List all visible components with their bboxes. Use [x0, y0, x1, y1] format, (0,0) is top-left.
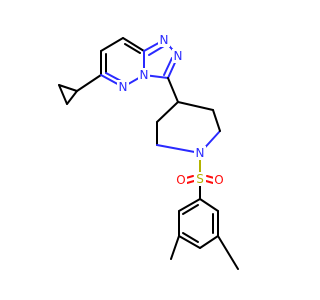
atom-symbol: O [214, 173, 223, 187]
bond-c4-c4a [122, 37, 145, 52]
bridgehead-nitrogen: N [138, 68, 150, 82]
bond-npyr-c6-double [105, 72, 122, 82]
bond-ar-c1-c2 [199, 198, 219, 212]
piperidine-nitrogen: N [194, 146, 206, 160]
bond-c5-c4 [100, 37, 124, 52]
bond-ar-c6-c1 [178, 198, 201, 212]
sulfonyl-oxygen-right: O [213, 173, 225, 187]
bond-cyclopropyl-2 [58, 84, 68, 105]
molecule-structure: N N N N N S O O [58, 33, 239, 270]
bond-cyclopropyl-1 [58, 84, 78, 92]
sulfonyl-oxygen-left: O [175, 173, 187, 187]
atom-symbol: S [196, 172, 204, 186]
bond-s-o-right [206, 175, 215, 179]
triazole-nitrogen-2: N [172, 49, 184, 63]
bond-methyl-3 [170, 235, 180, 260]
atom-symbol: N [174, 49, 183, 63]
bond-pip-c6-c5 [212, 109, 221, 132]
bond-cyclopropyl-3 [66, 90, 78, 105]
atom-symbol: O [176, 173, 185, 187]
bond-cyclopropyl-ring [76, 74, 102, 92]
bond-c3-piperidine [167, 77, 179, 103]
bond-ar-c4-c5 [178, 235, 201, 249]
atom-symbol: N [140, 68, 149, 82]
sulfonyl-sulfur: S [194, 172, 206, 186]
bond-c4-c4a-double [124, 43, 141, 54]
atom-symbol: N [160, 33, 169, 47]
atom-symbol: N [119, 80, 128, 94]
pyridazine-nitrogen: N [117, 80, 129, 94]
bond-ar-c6-c1-double [182, 204, 199, 215]
bond-pip-c2-n [156, 144, 201, 154]
bond-s-o-right-double [205, 180, 214, 184]
bond-s-o-left [185, 175, 194, 179]
bond-pip-c5-c4 [177, 101, 214, 111]
atom-labels: N N N N N S O O [117, 33, 225, 187]
atom-symbol: N [196, 146, 205, 160]
triazole-nitrogen-1: N [158, 33, 170, 47]
bond-ar-c3-c4 [199, 235, 219, 249]
bond-pip-c4-c3 [156, 101, 179, 123]
bond-ar-c4-c5-double [182, 232, 199, 243]
bond-c4a-n1-double [148, 45, 165, 56]
bond-s-o-left-double [186, 180, 195, 184]
bond-methyl-4 [217, 235, 239, 270]
bond-n2-c3-double [163, 57, 173, 76]
